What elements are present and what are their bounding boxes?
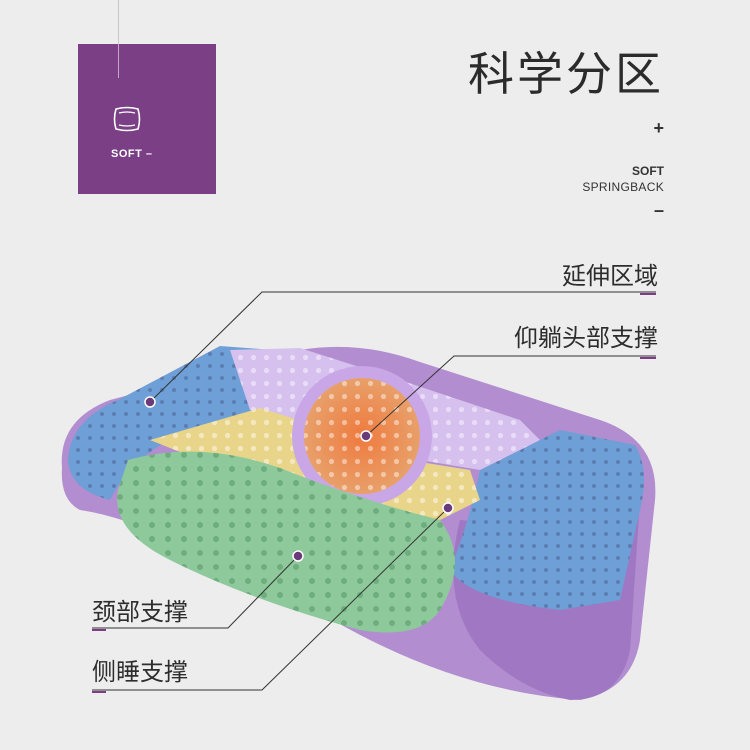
scale-springback: SPRINGBACK: [582, 180, 664, 194]
page-title: 科学分区: [468, 48, 664, 100]
callout-neck-support: 颈部支撑: [92, 599, 188, 626]
badge-label: SOFT –: [111, 148, 153, 160]
scale-soft: SOFT: [632, 164, 664, 178]
scale-minus: –: [653, 200, 664, 220]
badge-divider: [118, 44, 119, 78]
callout-line-neck: [92, 555, 299, 629]
callout-head-support: 仰躺头部支撑: [514, 325, 658, 352]
callout-dot-side: [442, 502, 454, 514]
callout-line-head: [365, 355, 656, 437]
callout-dot-neck: [292, 550, 304, 562]
callout-dot-extension: [144, 396, 156, 408]
callout-line-extension: [149, 291, 656, 403]
top-divider-line: [118, 0, 119, 78]
softness-badge: SOFT –: [78, 44, 216, 194]
scale-plus: +: [653, 118, 664, 138]
pillow-icon: [113, 106, 141, 132]
callout-side-sleep-support: 侧睡支撑: [92, 659, 188, 686]
callout-dot-head: [360, 430, 372, 442]
callout-line-side: [92, 507, 449, 691]
callout-extension-zone: 延伸区域: [562, 263, 658, 290]
